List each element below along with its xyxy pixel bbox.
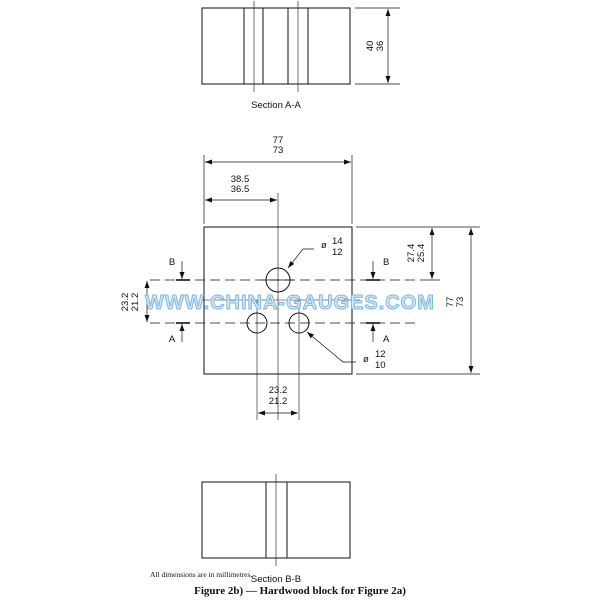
section-a-a: 40 36 Section A-A xyxy=(201,1,400,111)
small-hole-min: 10 xyxy=(375,360,386,371)
large-hole-min: 12 xyxy=(332,247,343,258)
width-min: 73 xyxy=(273,145,284,156)
top-hole-dist-min: 25.4 xyxy=(416,244,427,263)
units-note: All dimensions are in millimetres. xyxy=(150,570,252,579)
watermark: WWW.CHINA-GAUGES.COM xyxy=(145,292,435,314)
section-aa-label: Section A-A xyxy=(251,100,301,111)
small-hole-diameter-symbol: ø xyxy=(363,354,369,365)
section-b-marker-right: B xyxy=(383,257,389,268)
top-hole-dist-max: 27.4 xyxy=(406,244,417,263)
section-b-b: Section B-B xyxy=(201,474,351,585)
top-view: 77 73 38.5 36.5 ø 14 12 ø 12 10 B B xyxy=(120,135,480,420)
small-hole-right xyxy=(288,312,310,334)
row-spacing-min: 21.2 xyxy=(130,293,141,312)
section-aa-dim-max: 40 xyxy=(365,41,376,52)
figure-caption: Figure 2b) — Hardwood block for Figure 2… xyxy=(194,585,406,597)
height-min: 73 xyxy=(455,297,466,308)
hole-spacing-min: 21.2 xyxy=(269,396,288,407)
section-aa-dim-min: 36 xyxy=(375,41,386,52)
large-hole-max: 14 xyxy=(332,236,343,247)
large-hole-diameter-symbol: ø xyxy=(321,240,327,251)
section-b-marker-left: B xyxy=(169,257,175,268)
block-outline xyxy=(203,226,353,375)
section-bb-label: Section B-B xyxy=(251,574,301,585)
section-a-marker-left: A xyxy=(169,334,176,345)
row-spacing-max: 23.2 xyxy=(120,293,131,312)
offset-min: 36.5 xyxy=(231,184,250,195)
small-hole-max: 12 xyxy=(375,349,386,360)
section-a-marker-right: A xyxy=(383,334,390,345)
offset-max: 38.5 xyxy=(231,174,250,185)
width-max: 77 xyxy=(273,135,284,146)
hole-spacing-max: 23.2 xyxy=(269,385,288,396)
height-max: 77 xyxy=(445,297,456,308)
small-hole-left xyxy=(246,312,268,334)
